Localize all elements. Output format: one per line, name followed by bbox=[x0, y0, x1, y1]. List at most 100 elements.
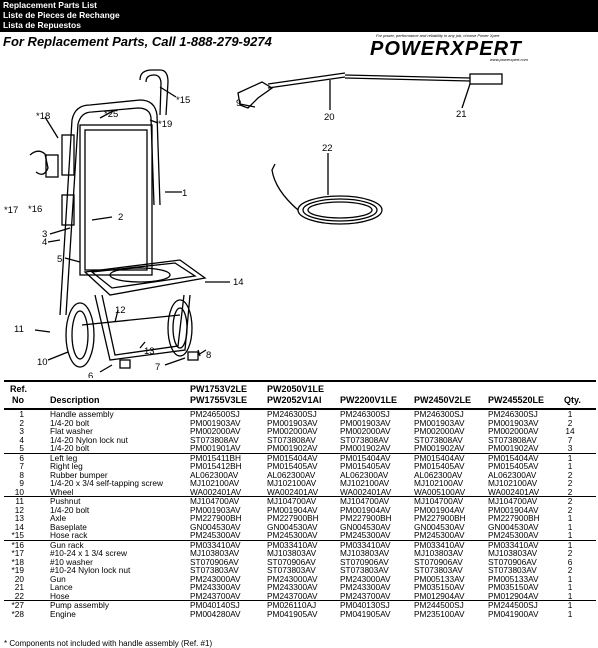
model-1-part-cell: PM002000AV bbox=[190, 426, 241, 436]
model-1-part-cell: ST073808AV bbox=[190, 434, 239, 445]
qty-cell: 6 bbox=[567, 556, 573, 567]
parts-table: Ref. No Description PW1753V2LE PW1755V3L… bbox=[4, 380, 596, 618]
model-5-part-cell: PM244500SJ bbox=[488, 600, 538, 610]
model-2-part-cell: MJ104700AV bbox=[267, 496, 317, 506]
model-1-part-cell: PM033410AV bbox=[190, 539, 241, 550]
model-5-part-cell: PM245300AV bbox=[488, 530, 539, 540]
baseplate-outline bbox=[83, 259, 207, 296]
callout-12: 12 bbox=[115, 305, 126, 316]
model-4-part-cell: PM001903AV bbox=[414, 417, 465, 428]
model-5-part-cell: GN004530AV bbox=[488, 521, 539, 532]
model-1-part-cell: MJ103803AV bbox=[190, 548, 240, 558]
model-5-part-cell: PM015405AV bbox=[488, 461, 539, 471]
callout-4: 4 bbox=[42, 237, 47, 248]
model-4-part-cell: PM227900BH bbox=[414, 513, 466, 523]
qty-cell: 1 bbox=[567, 452, 573, 463]
model-2-part-cell: PM033410AV bbox=[267, 539, 318, 550]
model-4-part-cell: PM035150AV bbox=[414, 582, 465, 592]
left-wheel-outline bbox=[65, 302, 95, 368]
model-1-part-cell: PM243700AV bbox=[190, 590, 241, 601]
phone-call-line: For Replacement Parts, Call 1-888-279-92… bbox=[3, 34, 272, 49]
model-3-part-cell: PM243000AV bbox=[340, 573, 391, 584]
callout-8: 8 bbox=[206, 350, 211, 361]
model-1-part-cell: PM243300AV bbox=[190, 582, 241, 592]
description-cell: 1/4-20 bolt bbox=[50, 443, 90, 453]
model-1-part-cell: MJ104700AV bbox=[190, 496, 240, 506]
ref-cell: *17 bbox=[11, 548, 24, 558]
qty-cell: 2 bbox=[567, 548, 573, 558]
model-5-part-cell: PM035150AV bbox=[488, 582, 539, 592]
model-5-part-cell: PM002000AV bbox=[488, 426, 539, 436]
header-model-1-bottom: PW1755V3LE bbox=[190, 395, 248, 405]
callout-19: *19 bbox=[158, 119, 172, 130]
model-3-part-cell: ST073808AV bbox=[340, 434, 389, 445]
header-model-2-bottom: PW2052V1AI bbox=[267, 395, 322, 405]
ref-cell: 2 bbox=[19, 417, 24, 428]
model-1-part-cell: PM015412BH bbox=[190, 461, 242, 471]
ref-cell: 7 bbox=[19, 461, 24, 471]
model-3-part-cell: MJ102100AV bbox=[340, 478, 390, 488]
ref-cell: 4 bbox=[19, 434, 24, 445]
ref-cell: 8 bbox=[19, 469, 24, 480]
ref-cell: 3 bbox=[19, 426, 24, 436]
model-2-part-cell: ST073808AV bbox=[267, 434, 316, 445]
ref-cell: 10 bbox=[14, 486, 24, 497]
model-3-part-cell: PM040130SJ bbox=[340, 600, 390, 610]
description-cell: 1/4-20 bolt bbox=[50, 504, 90, 515]
model-2-part-cell: PM026110AJ bbox=[267, 600, 317, 610]
model-4-part-cell: PM033410AV bbox=[414, 539, 465, 550]
model-4-part-cell: ST073808AV bbox=[414, 434, 463, 445]
description-cell: Engine bbox=[50, 608, 76, 619]
footnote: * Components not included with handle as… bbox=[4, 639, 213, 648]
description-cell: Gun rack bbox=[50, 539, 84, 550]
model-5-part-cell: PM001902AV bbox=[488, 443, 539, 453]
model-1-part-cell: PM004280AV bbox=[190, 608, 241, 619]
qty-cell: 1 bbox=[567, 590, 573, 601]
model-4-part-cell: PM246300SJ bbox=[414, 409, 464, 419]
model-3-part-cell: PM246300SJ bbox=[340, 409, 390, 419]
model-3-part-cell: PM002000AV bbox=[340, 426, 391, 436]
description-cell: Axle bbox=[50, 513, 67, 523]
callout-17: *17 bbox=[4, 205, 18, 216]
model-5-part-cell: PM015404AV bbox=[488, 452, 539, 463]
model-5-part-cell: PM001903AV bbox=[488, 417, 539, 428]
description-cell: 1/4-20 bolt bbox=[50, 417, 90, 428]
header-description: Description bbox=[50, 395, 100, 405]
callout-22: 22 bbox=[322, 143, 333, 154]
model-3-part-cell: PM015405AV bbox=[340, 461, 391, 471]
qty-cell: 14 bbox=[565, 426, 575, 436]
header-model-2-top: PW2050V1LE bbox=[267, 384, 325, 394]
title-english: Replacement Parts List bbox=[3, 0, 98, 10]
model-1-part-cell: PM245300AV bbox=[190, 530, 241, 540]
ref-cell: 5 bbox=[19, 443, 24, 453]
model-1-part-cell: PM015411BH bbox=[190, 452, 242, 463]
model-2-part-cell: ST070906AV bbox=[267, 556, 316, 567]
model-5-part-cell: MJ104700AV bbox=[488, 496, 538, 506]
model-4-part-cell: PM244500SJ bbox=[414, 600, 464, 610]
model-1-part-cell: PM001901AV bbox=[190, 443, 241, 453]
model-1-part-cell: PM227900BH bbox=[190, 513, 242, 523]
model-3-part-cell: PM245300AV bbox=[340, 530, 391, 540]
ref-cell: 22 bbox=[14, 590, 24, 601]
model-2-part-cell: PM015404AV bbox=[267, 452, 318, 463]
qty-cell: 2 bbox=[567, 469, 573, 480]
model-3-part-cell: AL062300AV bbox=[340, 469, 389, 480]
qty-cell: 2 bbox=[567, 504, 573, 515]
model-1-part-cell: ST070906AV bbox=[190, 556, 239, 567]
callout-10: 10 bbox=[37, 357, 48, 368]
model-5-part-cell: MJ102100AV bbox=[488, 478, 538, 488]
model-4-part-cell: PM245300AV bbox=[414, 530, 465, 540]
description-cell: Right leg bbox=[50, 461, 83, 471]
callout-15: *15 bbox=[176, 95, 190, 106]
model-1-part-cell: AL062300AV bbox=[190, 469, 239, 480]
